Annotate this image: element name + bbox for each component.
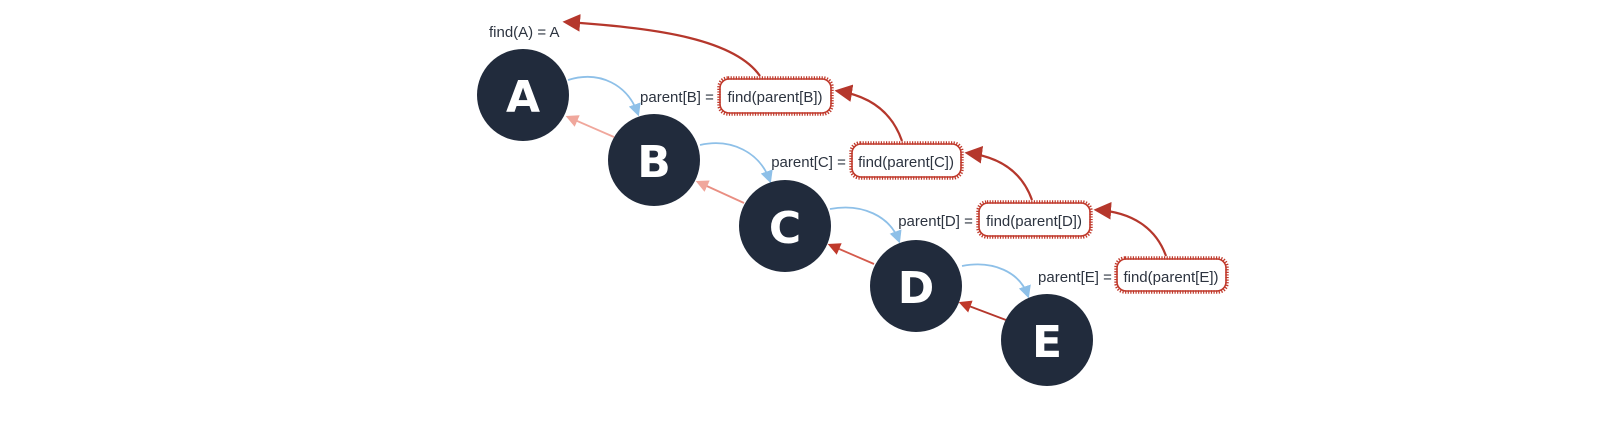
equation-e-highlight-box [1114, 256, 1229, 294]
parent-link-b-to-a [565, 115, 615, 138]
equation-b-highlight-box-core [719, 78, 832, 114]
parent-link-d-to-c [827, 243, 875, 265]
equation-e-lhs: parent[E] = [1038, 269, 1116, 286]
node-d-label: D [898, 263, 935, 314]
equation-d-call: find(parent[D]) [986, 213, 1082, 230]
equation-c-highlight-box-core [851, 143, 962, 178]
return-value-arrows [562, 14, 1168, 257]
equation-b: parent[B] = find(parent[B]) [640, 76, 834, 116]
node-c: C [739, 180, 831, 272]
equation-b-call: find(parent[B]) [727, 89, 822, 106]
parent-link-c-to-b [695, 180, 745, 204]
node-a: A [477, 49, 569, 141]
equation-b-lhs: parent[B] = [640, 89, 718, 106]
call-arrow-a-to-b [567, 76, 641, 117]
equation-e: parent[E] = find(parent[E]) [1038, 256, 1229, 294]
parent-link-e-to-d [958, 300, 1007, 321]
node-b-label: B [637, 137, 671, 188]
return-arrow-d-to-c [964, 146, 1034, 201]
equation-d-lhs: parent[D] = [898, 213, 977, 230]
equation-b-highlight-box [717, 76, 834, 116]
call-arrow-b-to-c [699, 142, 773, 184]
node-b: B [608, 114, 700, 206]
node-e-label: E [1032, 317, 1062, 368]
equation-c-highlight-box [849, 141, 964, 180]
parent-links [565, 115, 1007, 321]
equation-d-highlight-box-core [978, 202, 1091, 237]
call-arrow-c-to-d [829, 206, 902, 244]
node-c-label: C [769, 203, 801, 254]
result-label: find(A) = A [489, 24, 559, 41]
node-d: D [870, 240, 962, 332]
recursive-call-arrows [567, 76, 1031, 299]
equation-e-call: find(parent[E]) [1123, 269, 1218, 286]
equation-d-highlight-box [976, 200, 1093, 239]
return-arrow-c-to-b [834, 84, 904, 142]
return-arrow-e-to-d [1093, 202, 1168, 257]
return-arrow-b-to-result [562, 14, 761, 77]
nodes: A B C D E [477, 49, 1093, 386]
equation-c: parent[C] = find(parent[C]) [771, 141, 964, 180]
node-e: E [1001, 294, 1093, 386]
equation-c-call: find(parent[C]) [858, 154, 954, 171]
node-a-label: A [506, 72, 540, 123]
equation-c-lhs: parent[C] = [771, 154, 850, 171]
equation-d: parent[D] = find(parent[D]) [898, 200, 1093, 239]
equation-e-highlight-box-core [1116, 258, 1227, 292]
call-arrow-d-to-e [961, 263, 1031, 299]
